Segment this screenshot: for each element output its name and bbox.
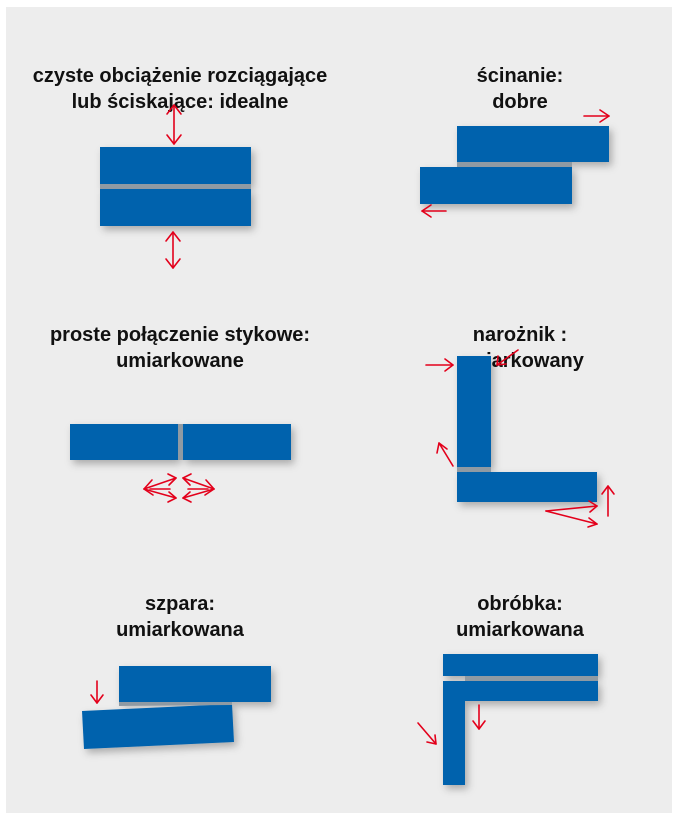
arrow-right-icon — [583, 109, 610, 123]
arrow-up-left-icon — [436, 442, 454, 467]
caption-corner-line1: narożnik : — [472, 324, 568, 346]
caption-tension-line1: czyste obciążenie rozciągające — [32, 65, 328, 87]
caption-tension-line2: lub ściskające: idealne — [71, 91, 289, 113]
arrow-up-icon — [601, 485, 615, 517]
shear-diagram — [420, 109, 610, 218]
vertical-double-arrow-bottom-icon — [165, 231, 181, 269]
caption-butt-joint-line2: umiarkowane — [116, 350, 244, 372]
arrow-diagonal-in-icon — [496, 349, 519, 366]
upper-plate — [119, 666, 271, 702]
adhesive-joint — [178, 424, 183, 460]
caption-gap-line2: umiarkowana — [116, 619, 244, 641]
adhesive-joint — [457, 467, 491, 472]
left-plate — [70, 424, 178, 460]
horizontal-plate — [443, 654, 598, 676]
arrow-down-icon — [472, 704, 486, 730]
lower-plate — [420, 167, 572, 204]
vertical-plate — [443, 701, 465, 785]
caption-shear-line1: ścinanie: — [476, 65, 564, 87]
adhesive-joint — [465, 676, 598, 681]
corner-diagram — [425, 349, 615, 528]
caption-gap-line1: szpara: — [144, 593, 216, 615]
arrow-left-icon — [421, 204, 447, 218]
arrow-right-icon — [425, 358, 454, 372]
peel-arrows-left-icon — [143, 473, 177, 503]
lower-plate — [100, 189, 251, 226]
tension-diagram — [100, 104, 251, 269]
gap-diagram — [82, 666, 271, 749]
caption-shear: ścinanie: dobre — [420, 63, 620, 115]
horizontal-plate — [457, 472, 597, 502]
horizontal-plate-lower — [443, 681, 598, 701]
vertical-double-arrow-top-icon — [166, 104, 182, 145]
caption-butt-joint-line1: proste połączenie stykowe: — [49, 324, 311, 346]
peel-arrows-right-icon — [182, 473, 215, 503]
lower-plate-tilted — [82, 704, 234, 749]
adhesive-joint — [100, 184, 251, 189]
adhesive-joint — [119, 702, 232, 706]
caption-tension: czyste obciążenie rozciągające lub ścisk… — [10, 63, 350, 115]
caption-flashing: obróbka: umiarkowana — [420, 591, 620, 643]
caption-gap: szpara: umiarkowana — [80, 591, 280, 643]
butt-joint-diagram — [70, 424, 291, 503]
adhesive-joint — [457, 162, 572, 167]
upper-plate — [457, 126, 609, 162]
arrow-diagonal-right-icon — [545, 500, 598, 528]
upper-plate — [100, 147, 251, 185]
vertical-plate — [457, 356, 491, 467]
flashing-diagram — [417, 654, 598, 785]
caption-flashing-line2: umiarkowana — [456, 619, 584, 641]
right-plate — [183, 424, 291, 460]
caption-butt-joint: proste połączenie stykowe: umiarkowane — [10, 322, 350, 374]
arrow-down-icon — [90, 680, 104, 704]
caption-flashing-line1: obróbka: — [477, 593, 563, 615]
caption-shear-line2: dobre — [492, 91, 548, 113]
arrow-diagonal-down-icon — [417, 722, 437, 745]
